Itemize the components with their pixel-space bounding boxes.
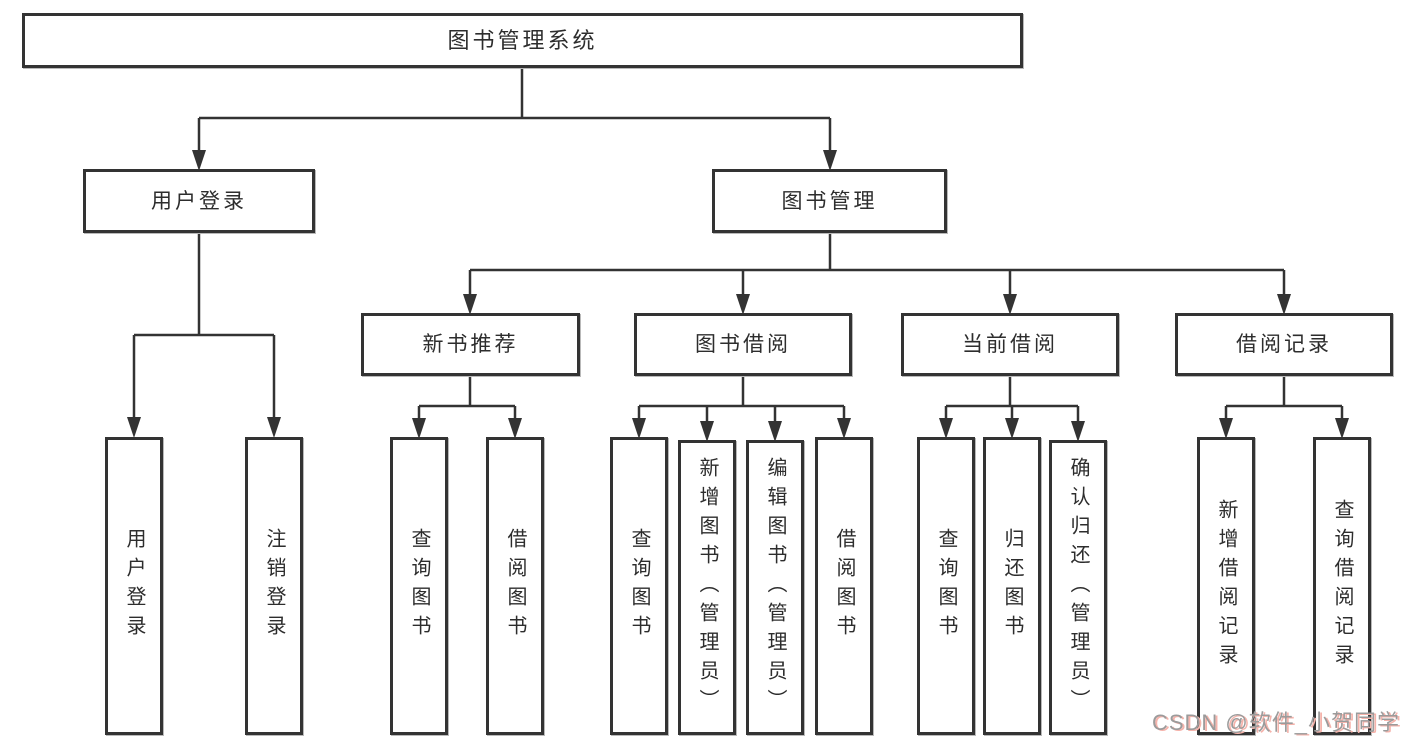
node-label: 图书管理	[781, 189, 878, 213]
arrow-down-icon	[1219, 418, 1233, 439]
leaf-current-return-books: 归还图书	[983, 437, 1041, 735]
node-label: 当前借阅	[962, 333, 1058, 356]
node-label: 图书管理系统	[447, 27, 598, 53]
arrow-down-icon	[837, 418, 851, 439]
node-current-borrowing: 当前借阅	[901, 313, 1119, 376]
arrow-down-icon	[1071, 421, 1085, 442]
node-label: 图书借阅	[695, 333, 791, 356]
leaf-logout: 注销登录	[245, 437, 303, 735]
node-label: 新增图书（管理员）	[696, 457, 718, 718]
node-label: 编辑图书（管理员）	[764, 457, 786, 718]
node-label: 用户登录	[123, 528, 145, 644]
arrow-down-icon	[939, 418, 953, 439]
node-label: 确认归还（管理员）	[1067, 457, 1089, 718]
connector-lines	[132, 68, 1344, 423]
node-label: 借阅图书	[504, 528, 526, 644]
arrow-down-icon	[1277, 294, 1291, 315]
node-label: 查询图书	[408, 528, 430, 644]
node-new-book-recommend: 新书推荐	[361, 313, 580, 376]
arrowheads	[127, 150, 1349, 442]
arrow-down-icon	[412, 418, 426, 439]
leaf-borrow-borrow-books: 借阅图书	[815, 437, 873, 735]
arrow-down-icon	[1005, 418, 1019, 439]
arrow-down-icon	[192, 150, 206, 171]
arrow-down-icon	[736, 294, 750, 315]
node-book-borrowing: 图书借阅	[634, 313, 852, 376]
node-label: 注销登录	[263, 528, 285, 644]
arrow-down-icon	[1003, 294, 1017, 315]
node-borrowing-records: 借阅记录	[1175, 313, 1393, 376]
arrow-down-icon	[508, 418, 522, 439]
node-label: 新增借阅记录	[1215, 499, 1237, 673]
node-label: 借阅记录	[1236, 333, 1332, 356]
node-label: 用户登录	[151, 189, 247, 213]
leaf-current-query-books: 查询图书	[917, 437, 975, 735]
arrow-down-icon	[768, 421, 782, 442]
leaf-rec-query-books: 查询图书	[390, 437, 448, 735]
leaf-user-login: 用户登录	[105, 437, 163, 735]
node-root-system: 图书管理系统	[22, 13, 1023, 68]
leaf-borrow-add-books-admin: 新增图书（管理员）	[678, 440, 736, 735]
node-book-management: 图书管理	[712, 169, 947, 233]
node-label: 归还图书	[1001, 528, 1023, 644]
node-label: 查询图书	[628, 528, 650, 644]
node-label: 借阅图书	[833, 528, 855, 644]
node-user-login: 用户登录	[83, 169, 315, 233]
leaf-record-query-borrow-record: 查询借阅记录	[1313, 437, 1371, 735]
arrow-down-icon	[632, 418, 646, 439]
leaf-current-confirm-return-admin: 确认归还（管理员）	[1049, 440, 1107, 735]
leaf-borrow-query-books: 查询图书	[610, 437, 668, 735]
arrow-down-icon	[823, 150, 837, 171]
arrow-down-icon	[127, 417, 141, 438]
arrow-down-icon	[700, 421, 714, 442]
leaf-record-add-borrow-record: 新增借阅记录	[1197, 437, 1255, 735]
node-label: 查询图书	[935, 528, 957, 644]
arrow-down-icon	[463, 294, 477, 315]
csdn-watermark: CSDN @软件_小贺同学	[1151, 710, 1400, 735]
arrow-down-icon	[267, 417, 281, 438]
node-label: 查询借阅记录	[1331, 499, 1353, 673]
leaf-borrow-edit-books-admin: 编辑图书（管理员）	[746, 440, 804, 735]
arrow-down-icon	[1335, 418, 1349, 439]
leaf-rec-borrow-books: 借阅图书	[486, 437, 544, 735]
node-label: 新书推荐	[422, 333, 519, 356]
